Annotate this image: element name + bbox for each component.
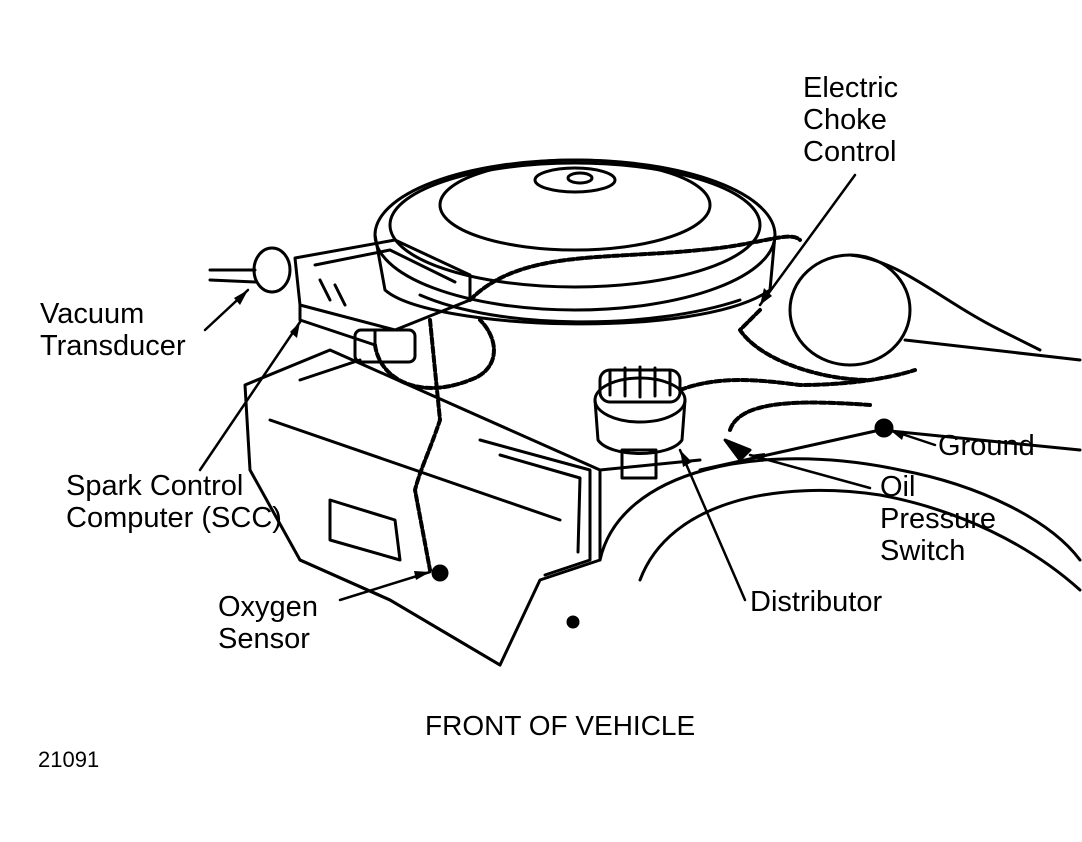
label-oil-pressure-switch: Oil Pressure Switch	[880, 471, 997, 567]
leader-arrowheads	[234, 288, 905, 580]
oxygen-sensor-drawing	[431, 564, 449, 582]
engine-block	[243, 348, 702, 667]
distributor-drawing	[593, 365, 687, 480]
label-spark-control-computer: Spark Control Computer (SCC)	[66, 470, 282, 534]
label-vacuum-transducer: Vacuum Transducer	[40, 298, 186, 362]
bolt-drawing	[566, 615, 580, 629]
figure-number: 21091	[38, 747, 100, 772]
choke-housing-drawing	[788, 253, 1082, 367]
label-distributor: Distributor	[750, 586, 883, 618]
label-electric-choke-control: Electric Choke Control	[803, 72, 899, 168]
spark-control-computer-drawing	[293, 238, 472, 364]
caption-front-of-vehicle: FRONT OF VEHICLE	[425, 710, 696, 741]
oil-pressure-switch-drawing	[723, 438, 752, 462]
vacuum-transducer-drawing	[208, 246, 292, 294]
ground-point-drawing	[874, 418, 894, 438]
air-cleaner	[373, 158, 777, 326]
label-oxygen-sensor: Oxygen Sensor	[218, 591, 318, 655]
wiring-harness	[373, 234, 917, 572]
label-ground: Ground	[938, 430, 1035, 462]
leader-lines	[198, 173, 937, 602]
